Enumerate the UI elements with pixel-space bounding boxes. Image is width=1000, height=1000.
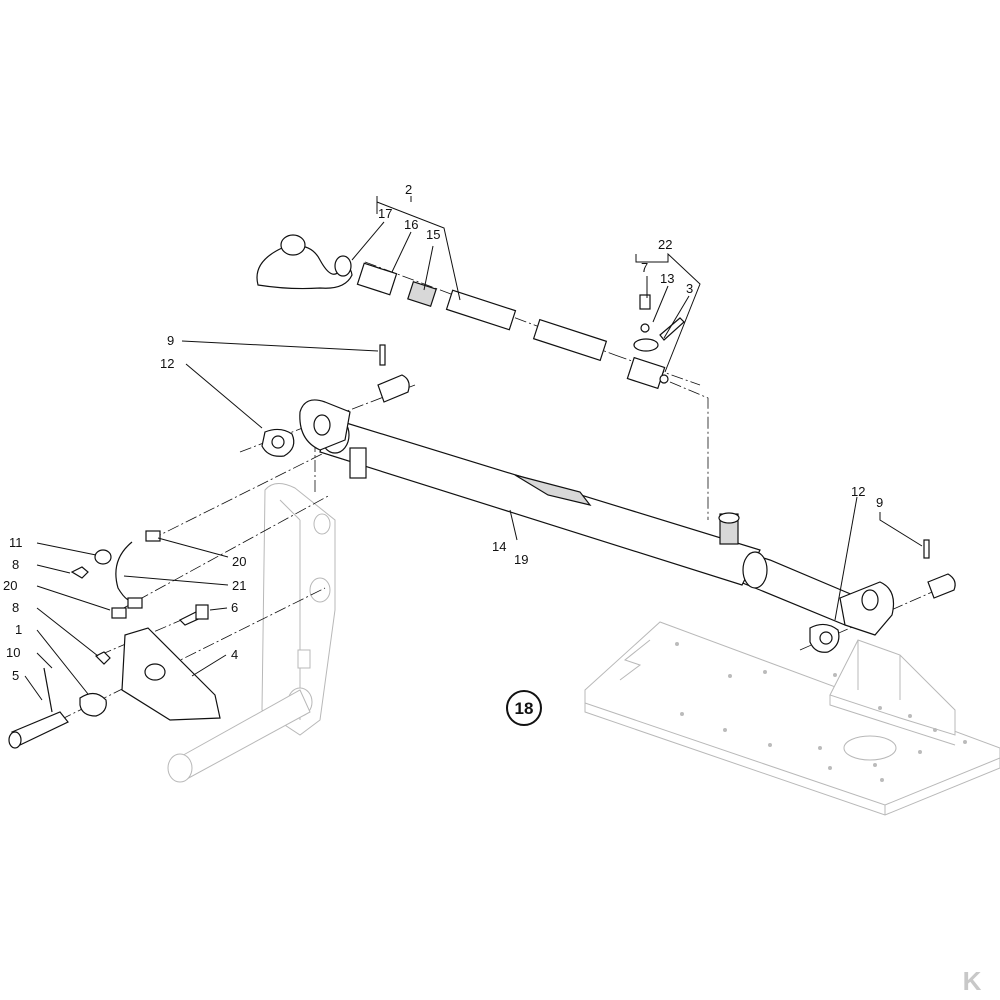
label-15: 15	[426, 227, 440, 242]
label-20-right: 20	[232, 554, 246, 569]
label-19: 19	[514, 552, 528, 567]
hydraulic-cylinder	[299, 399, 895, 636]
label-8-bottom: 8	[12, 600, 19, 615]
label-12-right: 12	[851, 484, 865, 499]
label-5: 5	[12, 668, 19, 683]
support-frame	[167, 483, 336, 783]
label-21: 21	[232, 578, 246, 593]
hose-assembly	[256, 234, 685, 390]
section-badge: 18	[506, 690, 542, 726]
brand-mark: K	[963, 966, 982, 996]
label-4: 4	[231, 647, 238, 662]
label-1: 1	[15, 622, 22, 637]
mounting-parts	[8, 344, 956, 749]
label-22: 22	[658, 237, 672, 252]
label-11: 11	[9, 535, 23, 550]
label-10: 10	[6, 645, 20, 660]
label-3: 3	[686, 281, 693, 296]
label-17: 17	[378, 206, 392, 221]
label-12-left: 12	[160, 356, 174, 371]
section-number: 18	[515, 699, 534, 718]
label-20-left: 20	[3, 578, 17, 593]
callout-labels: 2 17 16 15 22 7 13 3 9 12 12 9 14 19 11 …	[3, 182, 883, 683]
label-14: 14	[492, 539, 506, 554]
label-16: 16	[404, 217, 418, 232]
label-7: 7	[641, 260, 648, 275]
leader-lines	[24, 196, 923, 701]
label-2: 2	[405, 182, 412, 197]
label-9-left: 9	[167, 333, 174, 348]
label-13: 13	[660, 271, 674, 286]
label-8-top: 8	[12, 557, 19, 572]
label-9-right: 9	[876, 495, 883, 510]
brand-logo: K	[952, 966, 992, 996]
chassis-plate	[584, 621, 1000, 816]
label-6: 6	[231, 600, 238, 615]
